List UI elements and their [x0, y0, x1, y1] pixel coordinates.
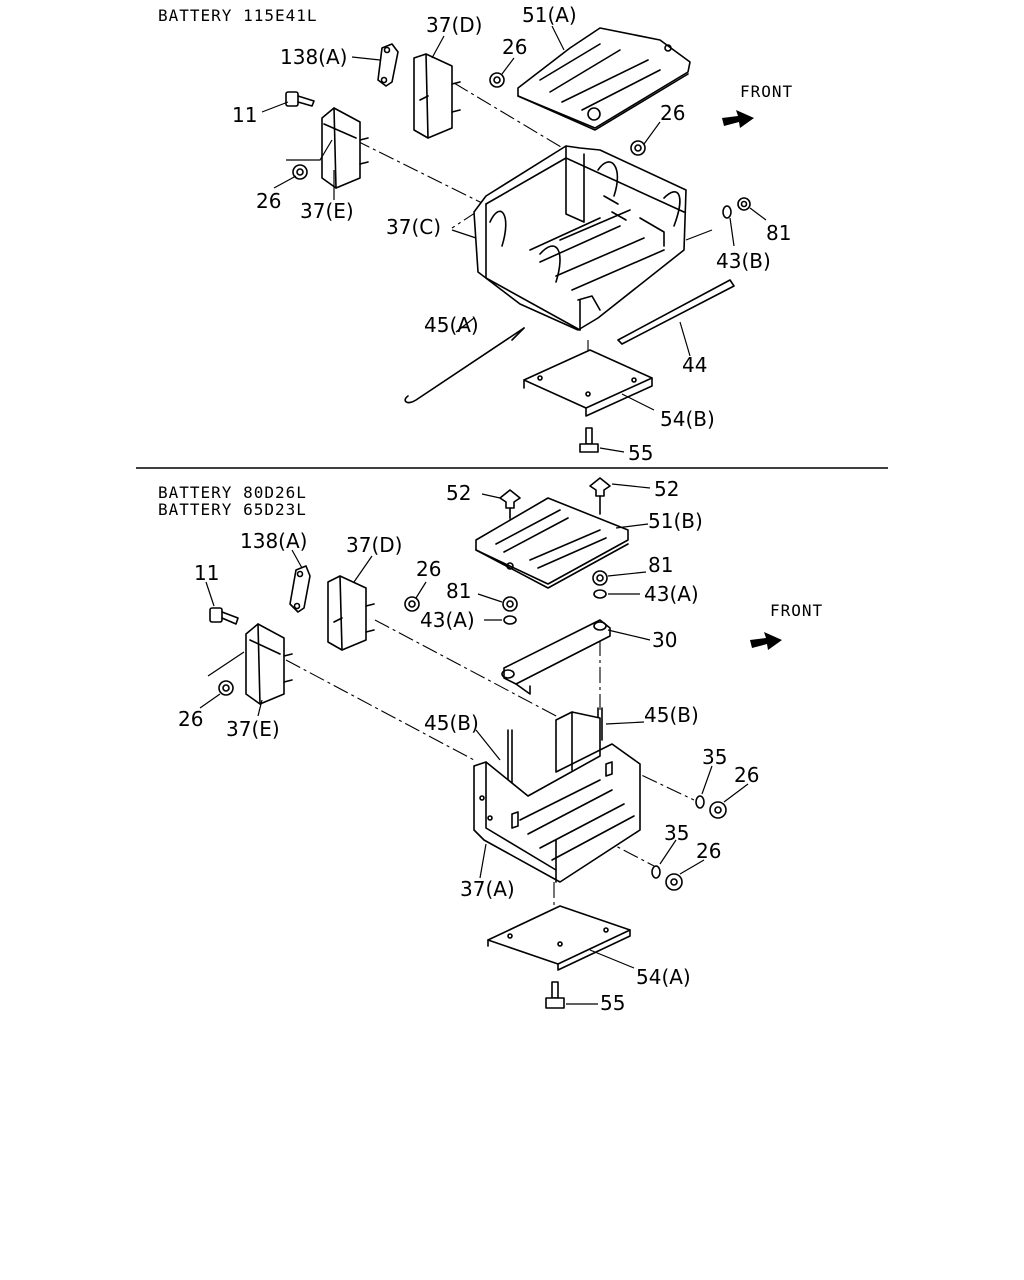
callout-label: 52 — [446, 481, 471, 505]
callout-label: 54(B) — [660, 407, 715, 431]
washer-43b — [722, 205, 732, 219]
callout-label: 81 — [446, 579, 471, 603]
callout-label: 11 — [194, 561, 219, 585]
callout-label: 55 — [600, 991, 625, 1015]
callout-label: 44 — [682, 353, 707, 377]
nut-26 — [709, 801, 727, 819]
bracket-37d — [327, 575, 375, 651]
center-line — [527, 799, 655, 867]
bracket-37e — [321, 107, 369, 189]
nut-81 — [502, 596, 518, 612]
nut-26 — [665, 873, 683, 891]
battery-cover-51a — [517, 27, 691, 131]
callout-label: 54(A) — [636, 965, 691, 989]
hold-down-bar-30 — [501, 619, 611, 695]
wing-nut-52 — [589, 477, 611, 515]
front-label: FRONT — [770, 601, 823, 620]
washer-43a — [593, 589, 607, 599]
nut-26 — [292, 164, 308, 180]
callout-label: 37(D) — [426, 13, 482, 37]
nut-26 — [218, 680, 234, 696]
callout-label: 43(B) — [716, 249, 771, 273]
callout-label: 45(A) — [424, 313, 479, 337]
callout-label: 26 — [502, 35, 527, 59]
callout-label: 37(D) — [346, 533, 402, 557]
nut-81 — [737, 197, 751, 211]
nut-26 — [630, 140, 646, 156]
callout-label: 43(A) — [420, 608, 475, 632]
callout-label: 35 — [702, 745, 727, 769]
rod-45a — [404, 327, 525, 404]
section-top: BATTERY 115E41L FRONT — [158, 3, 793, 465]
link-138a — [377, 43, 399, 87]
battery-tray-37c — [473, 145, 687, 331]
battery-model-line: BATTERY 80D26L — [158, 483, 307, 502]
callout-label: 26 — [660, 101, 685, 125]
washer-43a — [503, 615, 517, 625]
plate-54a — [487, 905, 631, 971]
bolt-55 — [545, 981, 565, 1009]
plate-54b — [523, 349, 653, 417]
callout-label: 26 — [696, 839, 721, 863]
callout-label: 26 — [178, 707, 203, 731]
bracket-37e — [245, 623, 293, 705]
center-line — [354, 139, 485, 205]
bracket-37d — [413, 53, 461, 139]
bolt-11 — [285, 91, 315, 107]
callout-label: 81 — [766, 221, 791, 245]
callout-label: 26 — [256, 189, 281, 213]
callout-label: 45(B) — [424, 711, 479, 735]
battery-tray-37a — [473, 711, 641, 883]
nut-26 — [489, 72, 505, 88]
nut-81 — [592, 570, 608, 586]
callout-label: 138(A) — [240, 529, 307, 553]
front-arrow-icon — [750, 632, 782, 650]
callout-label: 37(C) — [386, 215, 441, 239]
battery-cover-51b — [475, 497, 629, 589]
center-line — [374, 619, 561, 719]
battery-model-line: BATTERY 115E41L — [158, 6, 318, 25]
callout-label: 30 — [652, 628, 677, 652]
callout-label: 45(B) — [644, 703, 699, 727]
bar-44 — [617, 279, 735, 345]
callout-label: 52 — [654, 477, 679, 501]
callout-label: 11 — [232, 103, 257, 127]
center-line — [285, 659, 475, 761]
callout-label: 81 — [648, 553, 673, 577]
bolt-11 — [209, 607, 239, 625]
callout-label: 37(E) — [300, 199, 354, 223]
bolt-55 — [579, 427, 599, 453]
callout-label: 26 — [734, 763, 759, 787]
nut-26 — [404, 596, 420, 612]
link-138a — [289, 565, 311, 613]
front-label: FRONT — [740, 82, 793, 101]
callout-label: 37(A) — [460, 877, 515, 901]
section-bottom: BATTERY 80D26L BATTERY 65D23L FRONT — [158, 477, 823, 1015]
washer-35 — [695, 795, 705, 809]
washer-35 — [651, 865, 661, 879]
callout-label: 51(A) — [522, 3, 577, 27]
callout-label: 55 — [628, 441, 653, 465]
center-line — [453, 82, 567, 151]
callout-label: 138(A) — [280, 45, 347, 69]
front-arrow-icon — [722, 110, 754, 128]
callout-label: 51(B) — [648, 509, 703, 533]
battery-model-line: BATTERY 65D23L — [158, 500, 307, 519]
callout-label: 37(E) — [226, 717, 280, 741]
wing-nut-52 — [499, 489, 521, 519]
callout-label: 26 — [416, 557, 441, 581]
callout-label: 43(A) — [644, 582, 699, 606]
callout-label: 35 — [664, 821, 689, 845]
